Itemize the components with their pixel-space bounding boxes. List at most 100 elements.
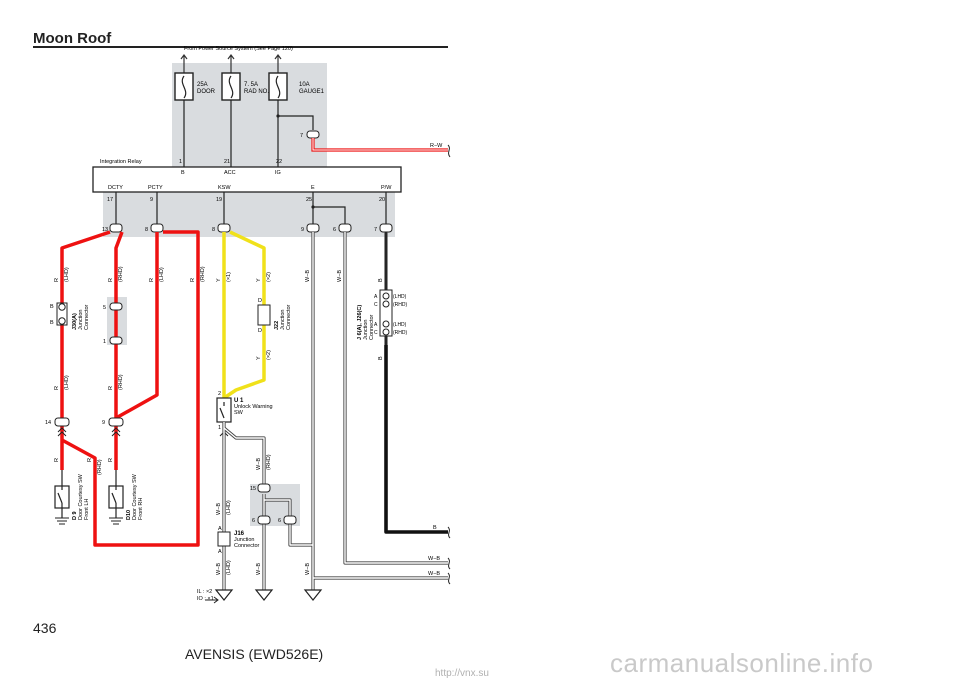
- wl-x2b: (×2): [266, 350, 272, 360]
- fuse-wires: [183, 100, 314, 167]
- wl-wb4: W−B: [216, 503, 222, 515]
- relay-term-e: E: [311, 185, 315, 191]
- wire-rw: [311, 138, 451, 158]
- wl-r8: R: [87, 458, 93, 462]
- pin-6a: 6: [252, 518, 255, 524]
- fuse-10a-name: GAUGE1: [299, 89, 325, 95]
- relay-name: Integration Relay: [100, 159, 142, 165]
- j22-name: J22: [274, 321, 280, 330]
- pin-1: 1: [103, 339, 106, 345]
- jr-desc1: Junction: [363, 320, 369, 341]
- connector-5: [109, 302, 123, 311]
- wire-break-marks: [447, 526, 451, 585]
- wb-wires: [222, 232, 448, 590]
- relay-pin-9: 9: [150, 197, 153, 203]
- j16-pin-a2: A: [218, 549, 222, 555]
- power-source-label: From Power Source System (See Page 120): [184, 46, 293, 52]
- jr-rhd: (RHD): [393, 302, 407, 308]
- relay-term-dcty: DCTY: [108, 185, 123, 191]
- jr-lhd: (LHD): [393, 294, 407, 300]
- u1-pin-1: 1: [218, 425, 221, 431]
- j22-pin-d: D: [258, 298, 262, 304]
- jr-desc2: Connector: [369, 314, 375, 340]
- relay-term-ig: IG: [275, 170, 281, 176]
- j22-desc1: Junction: [280, 310, 286, 331]
- connector-row: [109, 223, 393, 233]
- e-junction-dot: [311, 205, 315, 209]
- wl-wb3: W−B: [256, 458, 262, 470]
- j22-pin-d2: D: [258, 328, 262, 334]
- conn-pin-8a: 8: [145, 227, 148, 233]
- relay-pin-21: 21: [224, 159, 230, 165]
- d9-desc2: Front LH: [84, 499, 90, 520]
- wl-r-lhd2: R: [149, 278, 155, 282]
- u1-pin-2: 2: [218, 391, 221, 397]
- connector-6a: [257, 515, 271, 525]
- wl-lhd2: (LHD): [159, 267, 165, 282]
- connector-14: [54, 417, 70, 427]
- connector-1: [109, 336, 123, 345]
- wl-r-lhd: R: [54, 278, 60, 282]
- fuse-7-5a-rating: 7. 5A: [244, 82, 258, 88]
- connector-6b: [283, 515, 297, 525]
- d9-switch: D 9 Door Courtesy SW Front LH: [54, 470, 90, 525]
- u1-desc1: Unlock Warning: [234, 404, 273, 410]
- j16-connector: A A J16 Junction Connector: [217, 526, 260, 555]
- j16-name: J16: [234, 531, 245, 537]
- d10-desc2: Front RH: [138, 498, 144, 520]
- relay-term-pw: P/W: [381, 185, 392, 191]
- wl-y3: Y: [256, 356, 262, 360]
- connector-row-pins: 13 8 8 9 6 7: [102, 227, 377, 233]
- j30-name: J30(A): [72, 313, 78, 330]
- wl-b1: B: [378, 278, 384, 282]
- pin-15: 15: [250, 486, 256, 492]
- wl-r-rhd2: R: [190, 278, 196, 282]
- jr-pin-a: A: [374, 294, 378, 300]
- j30-pin-b2: B: [50, 320, 54, 326]
- relay-pin-1: 1: [179, 159, 182, 165]
- fuse-25a-name: DOOR: [197, 89, 216, 95]
- wl-wb1: W−B: [305, 270, 311, 282]
- wl-r6: R: [108, 386, 114, 390]
- relay-pin-19: 19: [216, 197, 222, 203]
- relay-pin-22: 22: [276, 159, 282, 165]
- jr-pin-a2: A: [374, 322, 378, 328]
- page-title: Moon Roof: [33, 30, 112, 47]
- u1-switch: 2 1 U 1 Unlock Warning SW: [216, 391, 273, 431]
- d10-name: D10: [126, 510, 132, 520]
- wl-y1: Y: [216, 278, 222, 282]
- wl-wb7: W−B: [305, 563, 311, 575]
- wl-rhd: (RHD): [118, 266, 124, 282]
- watermark-small: http://vnx.su: [435, 668, 489, 679]
- connector-7: [306, 130, 320, 139]
- j16-pin-a: A: [218, 526, 222, 532]
- ground-pointer: [205, 596, 219, 604]
- relay-term-b: B: [181, 170, 185, 176]
- wire-rw-label: R−W: [430, 143, 443, 149]
- d9-desc1: Door Courtesy SW: [78, 473, 84, 520]
- wl-r7: R: [54, 458, 60, 462]
- j30-pin-b: B: [50, 304, 54, 310]
- conn-pin-6: 6: [333, 227, 336, 233]
- relay-term-pcty: PCTY: [148, 185, 163, 191]
- model-label: AVENSIS (EWD526E): [185, 646, 324, 662]
- relay-pin-25: 25: [306, 197, 312, 203]
- power-arrows: [180, 54, 282, 73]
- relay-pin-20: 20: [379, 197, 385, 203]
- conn-pin-13: 13: [102, 227, 108, 233]
- j6-j26-connector: A C A C (LHD) (RHD) (LHD) (RHD) J 6(A), …: [357, 289, 407, 341]
- wl-wb9: W−B: [428, 571, 440, 577]
- j16-desc1: Junction: [234, 537, 255, 543]
- yellow-wires: [222, 230, 266, 400]
- fuse-junction-dot: [276, 114, 280, 118]
- wl-b2: B: [378, 356, 384, 360]
- page-number: 436: [33, 620, 57, 636]
- ground-symbols: [214, 589, 323, 601]
- pin-6b: 6: [278, 518, 281, 524]
- j22-connector: D D J22 Junction Connector: [257, 298, 292, 334]
- wl-y2: Y: [256, 278, 262, 282]
- ground-label-2: IO : ×1: [197, 596, 214, 602]
- j22-desc2: Connector: [286, 304, 292, 330]
- conn-pin-8b: 8: [212, 227, 215, 233]
